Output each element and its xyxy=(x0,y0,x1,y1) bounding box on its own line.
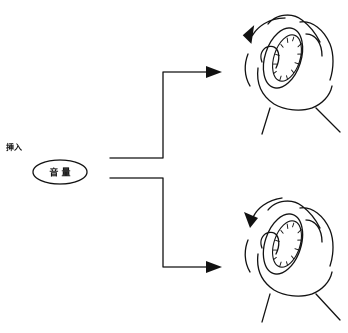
dial-ticks-up xyxy=(272,36,302,81)
wrist-right-down xyxy=(315,293,341,321)
finger-top-down xyxy=(267,200,321,229)
lower-arrow-head xyxy=(206,261,222,273)
finger-crease-down xyxy=(305,219,323,243)
rotate-down-arrow-head xyxy=(244,212,258,228)
wrist-left-up xyxy=(261,107,271,135)
upper-arrow-head xyxy=(206,66,222,78)
wrist-left-down xyxy=(261,293,271,323)
finger-top-up xyxy=(267,14,321,43)
upper-connector-line xyxy=(109,71,207,159)
volume-button-outline xyxy=(32,159,88,185)
palm-up xyxy=(256,67,333,111)
thumb-up xyxy=(260,45,280,69)
dial-face-down xyxy=(272,220,302,268)
palm-down xyxy=(256,253,333,297)
palm-side-up xyxy=(244,53,251,87)
hand-turn-down-icon xyxy=(244,197,341,323)
insert-label: 挿入 xyxy=(6,142,22,152)
palm-side-down xyxy=(244,239,251,273)
finger-crease-up xyxy=(305,33,323,57)
rotate-down-arrow-arc xyxy=(251,197,283,221)
rotate-up-arrow-head xyxy=(242,25,255,44)
lower-connector-line xyxy=(109,177,207,268)
wrist-right-up xyxy=(315,107,341,133)
thumb-down xyxy=(260,231,280,255)
dial-face-up xyxy=(272,34,302,82)
fingers-back-up xyxy=(299,21,334,81)
hand-turn-up-icon xyxy=(242,14,341,135)
fingers-back-down xyxy=(299,207,334,267)
volume-button[interactable]: 音 量 xyxy=(32,159,88,185)
volume-button-label: 音 量 xyxy=(49,167,70,179)
branch-connectors xyxy=(109,66,222,273)
